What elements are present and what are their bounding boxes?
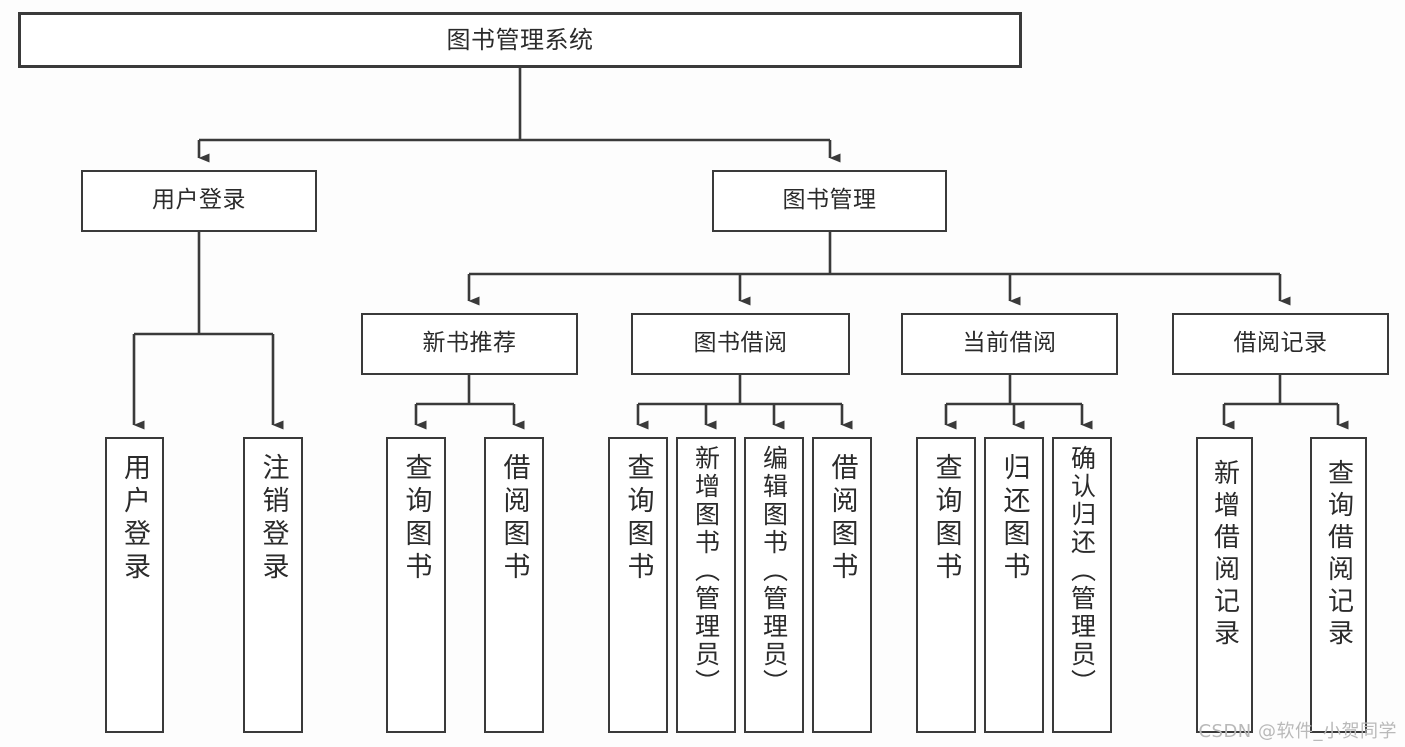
node-root[interactable]: 图书管理系统 <box>18 12 1022 68</box>
node-root-label: 图书管理系统 <box>446 25 594 54</box>
node-leaf-borrow-book-2[interactable]: 借阅图书 <box>812 437 872 733</box>
node-leaf-return-book-label: 归还图书 <box>998 453 1030 585</box>
node-book-borrow[interactable]: 图书借阅 <box>631 313 850 375</box>
csdn-watermark: CSDN @软件_小贺同学 <box>1198 721 1397 742</box>
node-leaf-logout[interactable]: 注销登录 <box>243 437 303 733</box>
node-leaf-query-book-1[interactable]: 查询图书 <box>386 437 446 733</box>
node-leaf-edit-book[interactable]: 编辑图书（管理员） <box>744 437 804 733</box>
node-leaf-edit-book-label: 编辑图书（管理员） <box>759 445 789 697</box>
node-leaf-user-login[interactable]: 用户登录 <box>105 437 164 733</box>
node-current-borrow[interactable]: 当前借阅 <box>901 313 1118 375</box>
node-leaf-query-record[interactable]: 查询借阅记录 <box>1310 437 1367 733</box>
node-book-manage[interactable]: 图书管理 <box>712 170 947 232</box>
node-leaf-query-book-3-label: 查询图书 <box>930 453 962 585</box>
node-leaf-query-book-2-label: 查询图书 <box>622 453 654 585</box>
node-user-login-label: 用户登录 <box>152 187 246 214</box>
node-leaf-query-book-3[interactable]: 查询图书 <box>916 437 976 733</box>
node-leaf-confirm-return[interactable]: 确认归还（管理员） <box>1052 437 1112 733</box>
node-leaf-logout-label: 注销登录 <box>257 453 289 585</box>
node-leaf-return-book[interactable]: 归还图书 <box>984 437 1044 733</box>
node-book-manage-label: 图书管理 <box>782 187 877 214</box>
node-leaf-query-book-2[interactable]: 查询图书 <box>608 437 668 733</box>
node-new-book-rec[interactable]: 新书推荐 <box>361 313 578 375</box>
node-new-book-rec-label: 新书推荐 <box>422 330 517 357</box>
node-leaf-add-record[interactable]: 新增借阅记录 <box>1196 437 1253 733</box>
node-leaf-borrow-book-1[interactable]: 借阅图书 <box>484 437 544 733</box>
node-leaf-query-book-1-label: 查询图书 <box>400 453 432 585</box>
node-current-borrow-label: 当前借阅 <box>962 330 1057 357</box>
node-leaf-user-login-label: 用户登录 <box>119 453 150 585</box>
node-leaf-borrow-book-1-label: 借阅图书 <box>498 453 530 585</box>
node-leaf-confirm-return-label: 确认归还（管理员） <box>1067 445 1097 697</box>
node-borrow-record[interactable]: 借阅记录 <box>1172 313 1389 375</box>
node-borrow-record-label: 借阅记录 <box>1233 330 1328 357</box>
node-leaf-add-record-label: 新增借阅记录 <box>1209 459 1240 651</box>
node-book-borrow-label: 图书借阅 <box>693 330 788 357</box>
node-leaf-add-book[interactable]: 新增图书（管理员） <box>676 437 736 733</box>
node-leaf-borrow-book-2-label: 借阅图书 <box>826 453 858 585</box>
node-leaf-add-book-label: 新增图书（管理员） <box>691 445 721 697</box>
node-leaf-query-record-label: 查询借阅记录 <box>1323 459 1354 651</box>
node-user-login[interactable]: 用户登录 <box>81 170 317 232</box>
